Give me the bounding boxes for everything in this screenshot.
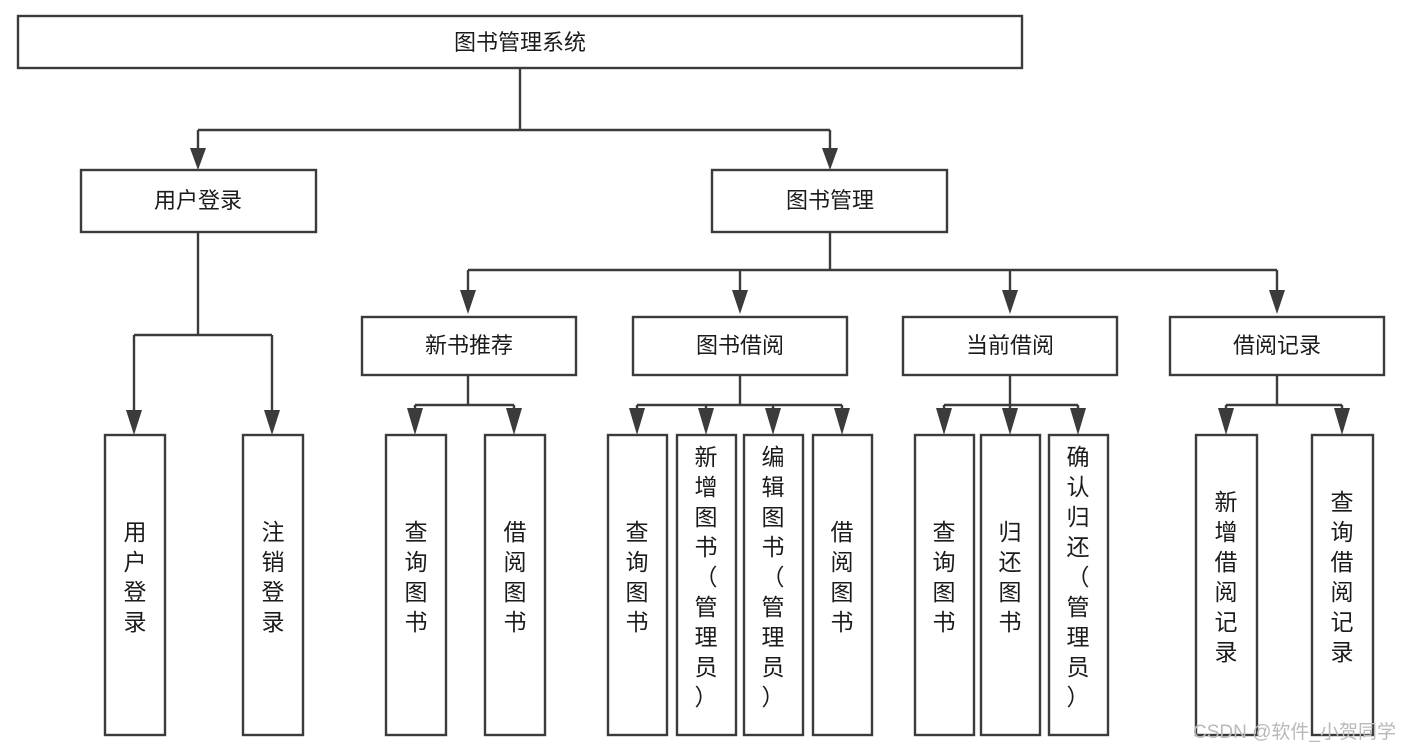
node-leaf-add-book[interactable]: 新增图书（管理员） — [675, 433, 738, 737]
node-current-borrow[interactable]: 当前借阅 — [901, 315, 1119, 377]
arrow-head-borrow-record — [1269, 290, 1285, 314]
node-leaf-borrow-book-1-label: 借阅图书 — [504, 519, 527, 635]
node-leaf-confirm-return-box[interactable] — [1047, 433, 1110, 737]
arrow-head-leaf-return-book — [1002, 408, 1018, 435]
arrow-head-new-book-rec — [460, 290, 476, 314]
connector-group-book-borrow-leaves — [629, 375, 850, 435]
node-leaf-query-book-3-box[interactable] — [913, 433, 976, 737]
connector-group-current-borrow-leaves — [936, 375, 1086, 435]
node-leaf-user-login[interactable]: 用户登录 — [103, 433, 167, 737]
arrow-head-current-borrow — [1002, 290, 1018, 314]
node-leaf-query-book-1-label: 查询图书 — [405, 519, 428, 635]
node-leaf-logout-box[interactable] — [241, 433, 305, 737]
arrow-head-book-borrow — [732, 290, 748, 314]
node-new-book-rec-label: 新书推荐 — [425, 333, 513, 358]
connector-group-user-login-leaves — [126, 232, 280, 435]
node-leaf-borrow-book-1[interactable]: 借阅图书 — [483, 433, 547, 737]
arrow-head-leaf-logout — [264, 410, 280, 435]
node-leaf-user-login-box[interactable] — [103, 433, 167, 737]
arrow-head-book-manage — [822, 148, 838, 170]
node-book-borrow-label: 图书借阅 — [696, 333, 784, 358]
arrow-head-leaf-borrow-book-1 — [506, 408, 522, 435]
node-leaf-add-book-box[interactable] — [675, 433, 738, 737]
arrow-head-leaf-query-record — [1334, 408, 1350, 435]
node-current-borrow-label: 当前借阅 — [966, 333, 1054, 358]
node-leaf-return-book-box[interactable] — [979, 433, 1042, 737]
connector-group-book-manage — [460, 232, 1285, 314]
arrow-head-leaf-add-record — [1218, 408, 1234, 435]
node-leaf-edit-book-box[interactable] — [742, 433, 805, 737]
node-leaf-add-book-label: 新增图书（管理员） — [695, 444, 718, 710]
node-leaf-return-book-label: 归还图书 — [999, 519, 1022, 635]
node-leaf-confirm-return-label: 确认归还（管理员） — [1067, 444, 1090, 710]
node-borrow-record[interactable]: 借阅记录 — [1168, 315, 1386, 377]
node-leaf-borrow-book-2-box[interactable] — [811, 433, 874, 737]
node-leaf-borrow-book-2[interactable]: 借阅图书 — [811, 433, 874, 737]
connector-group-borrow-record-leaves — [1218, 375, 1350, 435]
node-book-borrow[interactable]: 图书借阅 — [631, 315, 849, 377]
watermark-label: CSDN @软件_小贺同学 — [1193, 721, 1396, 743]
node-leaf-add-record[interactable]: 新增借阅记录 — [1194, 433, 1259, 737]
node-root[interactable]: 图书管理系统 — [16, 14, 1024, 70]
node-leaf-query-book-2[interactable]: 查询图书 — [606, 433, 669, 737]
arrow-head-leaf-borrow-book-2 — [834, 408, 850, 435]
node-leaf-borrow-book-2-label: 借阅图书 — [831, 519, 854, 635]
arrow-head-leaf-query-book-2 — [629, 408, 645, 435]
arrow-head-leaf-query-book-3 — [936, 408, 952, 435]
node-borrow-record-label: 借阅记录 — [1233, 333, 1321, 358]
node-leaf-edit-book-label: 编辑图书（管理员） — [762, 444, 785, 710]
node-leaf-borrow-book-1-box[interactable] — [483, 433, 547, 737]
node-user-login-box[interactable] — [79, 168, 318, 234]
arrow-head-leaf-user-login — [126, 410, 142, 435]
node-new-book-rec[interactable]: 新书推荐 — [360, 315, 578, 377]
node-user-login-label: 用户登录 — [154, 188, 242, 213]
node-leaf-return-book[interactable]: 归还图书 — [979, 433, 1042, 737]
connector-group-new-book-rec-leaves — [407, 375, 522, 435]
node-current-borrow-box[interactable] — [901, 315, 1119, 377]
node-leaf-query-book-3[interactable]: 查询图书 — [913, 433, 976, 737]
arrow-head-leaf-query-book-1 — [407, 408, 423, 435]
node-root-label: 图书管理系统 — [454, 30, 586, 55]
node-new-book-rec-box[interactable] — [360, 315, 578, 377]
node-leaf-query-book-2-label: 查询图书 — [626, 519, 649, 635]
node-leaf-query-book-1-box[interactable] — [384, 433, 448, 737]
node-user-login[interactable]: 用户登录 — [79, 168, 318, 234]
node-leaf-query-record-label: 查询借阅记录 — [1331, 489, 1354, 665]
node-leaf-query-book-2-box[interactable] — [606, 433, 669, 737]
connector-group-root — [190, 68, 838, 170]
arrow-head-user-login — [190, 148, 206, 170]
node-leaf-edit-book[interactable]: 编辑图书（管理员） — [742, 433, 805, 737]
node-leaf-query-record-box[interactable] — [1310, 433, 1375, 737]
node-leaf-add-record-label: 新增借阅记录 — [1215, 489, 1238, 665]
node-book-manage[interactable]: 图书管理 — [710, 168, 949, 234]
node-leaf-user-login-label: 用户登录 — [124, 519, 147, 635]
arrow-head-leaf-edit-book — [765, 408, 781, 435]
node-leaf-add-record-box[interactable] — [1194, 433, 1259, 737]
node-leaf-logout-label: 注销登录 — [262, 519, 285, 635]
node-book-borrow-box[interactable] — [631, 315, 849, 377]
node-book-manage-box[interactable] — [710, 168, 949, 234]
node-leaf-query-book-3-label: 查询图书 — [933, 519, 956, 635]
node-borrow-record-box[interactable] — [1168, 315, 1386, 377]
arrow-head-leaf-confirm-return — [1070, 408, 1086, 435]
node-leaf-confirm-return[interactable]: 确认归还（管理员） — [1047, 433, 1110, 737]
node-leaf-query-book-1[interactable]: 查询图书 — [384, 433, 448, 737]
node-leaf-logout[interactable]: 注销登录 — [241, 433, 305, 737]
node-book-manage-label: 图书管理 — [786, 188, 874, 213]
arrow-head-leaf-add-book — [698, 408, 714, 435]
node-leaf-query-record[interactable]: 查询借阅记录 — [1310, 433, 1375, 737]
node-root-box[interactable] — [16, 14, 1024, 70]
